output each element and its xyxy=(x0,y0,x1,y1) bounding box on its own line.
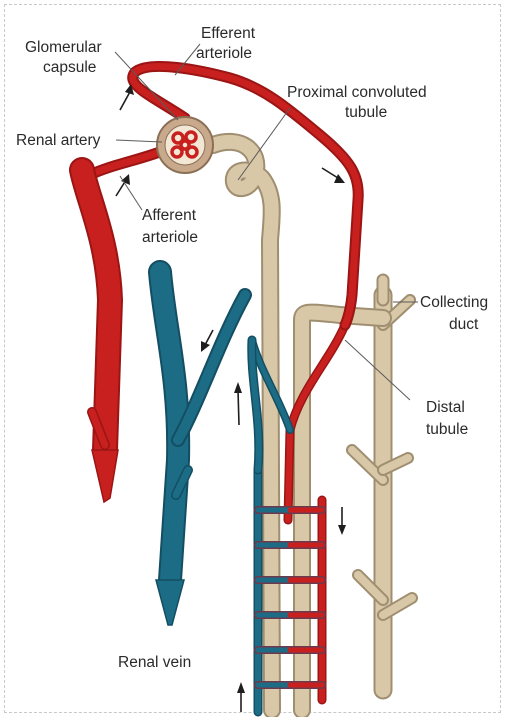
label-collecting-duct-line2: duct xyxy=(449,316,479,333)
proximal-tubule xyxy=(213,142,272,710)
label-distal-tubule-line2: tubule xyxy=(426,421,468,438)
afferent-arteriole xyxy=(90,150,165,175)
label-afferent-arteriole-line1: Afferent xyxy=(142,207,197,224)
label-efferent-arteriole-line1: Efferent xyxy=(201,25,256,42)
label-afferent-arteriole-line2: arteriole xyxy=(142,229,198,246)
renal-artery xyxy=(82,170,110,450)
label-glomerular-capsule-line1: Glomerular xyxy=(25,39,102,56)
label-renal-vein: Renal vein xyxy=(118,654,191,671)
renal-artery-arrowhead xyxy=(92,450,118,502)
label-collecting-duct-line1: Collecting xyxy=(420,294,488,311)
renal-vein-arrowhead xyxy=(156,580,184,625)
label-glomerular-capsule-line2: capsule xyxy=(43,59,96,76)
label-renal-artery: Renal artery xyxy=(16,132,101,149)
label-proximal-tubule-line1: Proximal convoluted xyxy=(287,84,427,101)
label-efferent-arteriole-line2: arteriole xyxy=(196,45,252,62)
renal-vein xyxy=(160,272,245,580)
glomerular-capsule xyxy=(157,117,213,173)
label-proximal-tubule-line2: tubule xyxy=(345,104,387,121)
tubule-system xyxy=(213,142,412,710)
label-distal-tubule-line1: Distal xyxy=(426,399,465,416)
